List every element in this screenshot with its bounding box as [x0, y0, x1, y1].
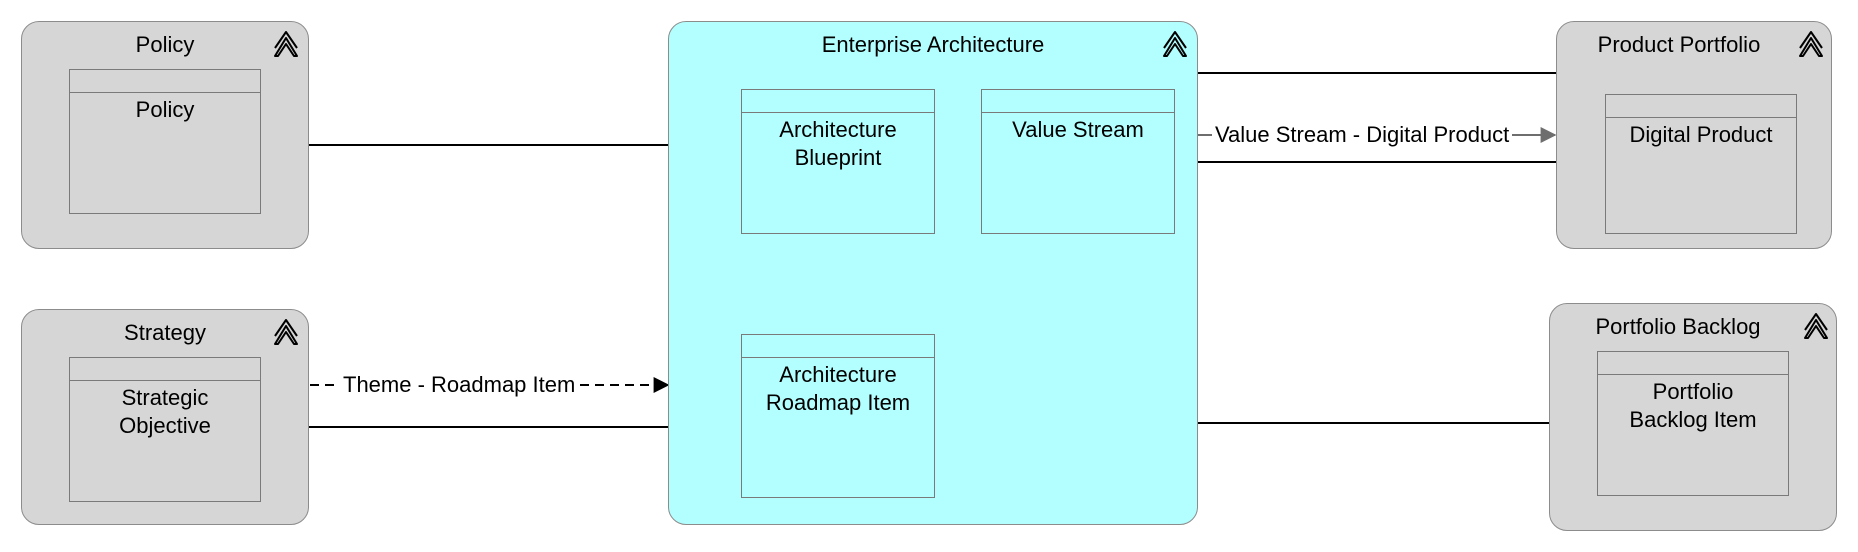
- collapse-chevron-icon[interactable]: [272, 30, 300, 62]
- entity-label-portfolio-backlog-item: Portfolio Backlog Item: [1629, 379, 1757, 432]
- entity-architecture-blueprint[interactable]: Architecture Blueprint: [741, 89, 935, 234]
- entity-strategic-objective[interactable]: Strategic Objective: [69, 357, 261, 502]
- group-title-product-portfolio: Product Portfolio: [1597, 32, 1761, 57]
- edge-label-theme-roadmap-item: Theme - Roadmap Item: [340, 372, 579, 398]
- entity-header-bar: [70, 358, 260, 381]
- entity-label-architecture-roadmap-item: Architecture Roadmap Item: [765, 362, 911, 415]
- group-title-portfolio-backlog: Portfolio Backlog: [1595, 314, 1761, 339]
- group-title-strategy: Strategy: [124, 320, 206, 345]
- entity-label-digital-product: Digital Product: [1629, 122, 1773, 147]
- entity-architecture-roadmap-item[interactable]: Architecture Roadmap Item: [741, 334, 935, 498]
- entity-policy[interactable]: Policy: [69, 69, 261, 214]
- entity-portfolio-backlog-item[interactable]: Portfolio Backlog Item: [1597, 351, 1789, 496]
- group-enterprise-architecture[interactable]: Enterprise Architecture Architecture Blu…: [668, 21, 1198, 525]
- group-portfolio-backlog[interactable]: Portfolio Backlog Portfolio Backlog Item: [1549, 303, 1837, 531]
- entity-label-value-stream: Value Stream: [1012, 117, 1144, 142]
- entity-header-bar: [70, 70, 260, 93]
- collapse-chevron-icon[interactable]: [1161, 30, 1189, 62]
- collapse-chevron-icon[interactable]: [1802, 312, 1830, 344]
- entity-header-bar: [982, 90, 1174, 113]
- edge-label-value-stream-digital-product: Value Stream - Digital Product: [1212, 122, 1513, 148]
- group-title-policy: Policy: [135, 32, 195, 57]
- collapse-chevron-icon[interactable]: [272, 318, 300, 350]
- entity-header-bar: [1598, 352, 1788, 375]
- entity-value-stream[interactable]: Value Stream: [981, 89, 1175, 234]
- collapse-chevron-icon[interactable]: [1797, 30, 1825, 62]
- entity-label-architecture-blueprint: Architecture Blueprint: [779, 117, 897, 170]
- group-product-portfolio[interactable]: Product Portfolio Digital Product: [1556, 21, 1832, 249]
- entity-label-strategic-objective: Strategic Objective: [119, 385, 211, 438]
- group-title-enterprise-architecture: Enterprise Architecture: [821, 32, 1045, 57]
- entity-header-bar: [742, 335, 934, 358]
- entity-header-bar: [742, 90, 934, 113]
- entity-label-policy: Policy: [135, 97, 195, 122]
- entity-header-bar: [1606, 95, 1796, 118]
- group-policy[interactable]: Policy Policy: [21, 21, 309, 249]
- entity-digital-product[interactable]: Digital Product: [1605, 94, 1797, 234]
- group-strategy[interactable]: Strategy Strategic Objective: [21, 309, 309, 525]
